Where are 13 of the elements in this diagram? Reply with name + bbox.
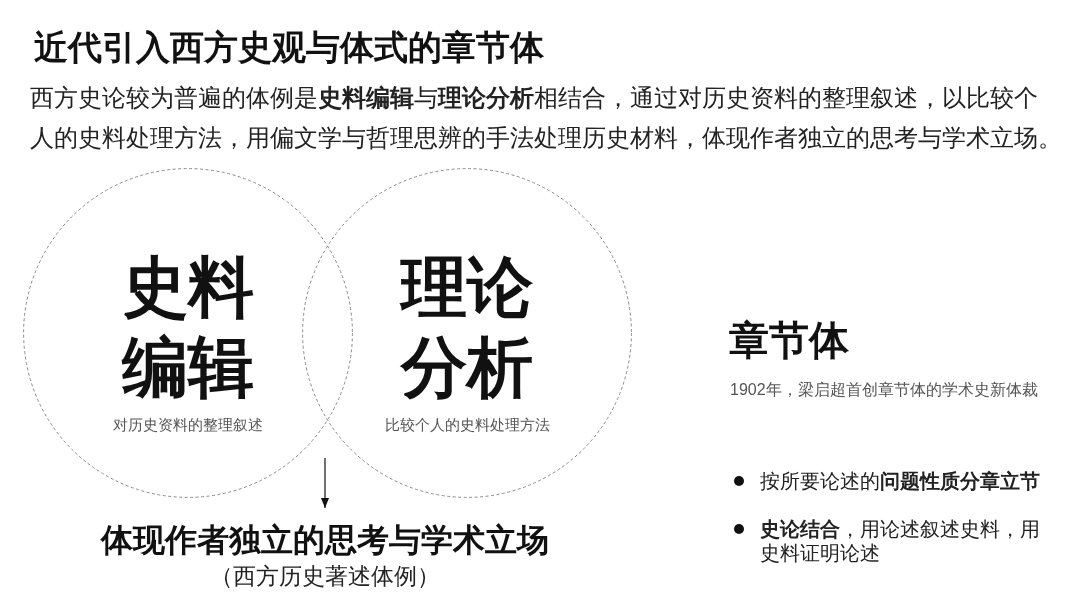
- circle-heading: 理论分析: [398, 249, 534, 406]
- intro-paragraph: 西方史论较为普遍的体例是史料编辑与理论分析相结合，通过对历史资料的整理叙述，以比较个人的史料处理方法，用偏文学与哲理思辨的手法处理历史材料，体现作者独立的思考与学术立场。: [30, 83, 1063, 153]
- page-title: 近代引入西方史观与体式的章节体: [34, 27, 544, 68]
- circle-heading: 史料编辑: [120, 249, 255, 406]
- circle-caption: 比较个人的史料处理方法: [384, 415, 550, 435]
- heading: 体现作者独立的思考与学术立场: [101, 521, 549, 560]
- arrow: [321, 457, 329, 509]
- section-note: 1902年，梁启超首创章节体的学术史新体裁: [730, 380, 1038, 400]
- bullet-text: 按所要论述的问题性质分章立节: [760, 469, 1041, 493]
- bullet-text: 史论结合，用论述叙述史料，用史料证明论述: [760, 517, 1041, 565]
- subtitle: （西方历史著述体例）: [210, 562, 440, 591]
- circle-caption: 对历史资料的整理叙述: [113, 415, 263, 435]
- section-heading: 章节体: [729, 317, 849, 364]
